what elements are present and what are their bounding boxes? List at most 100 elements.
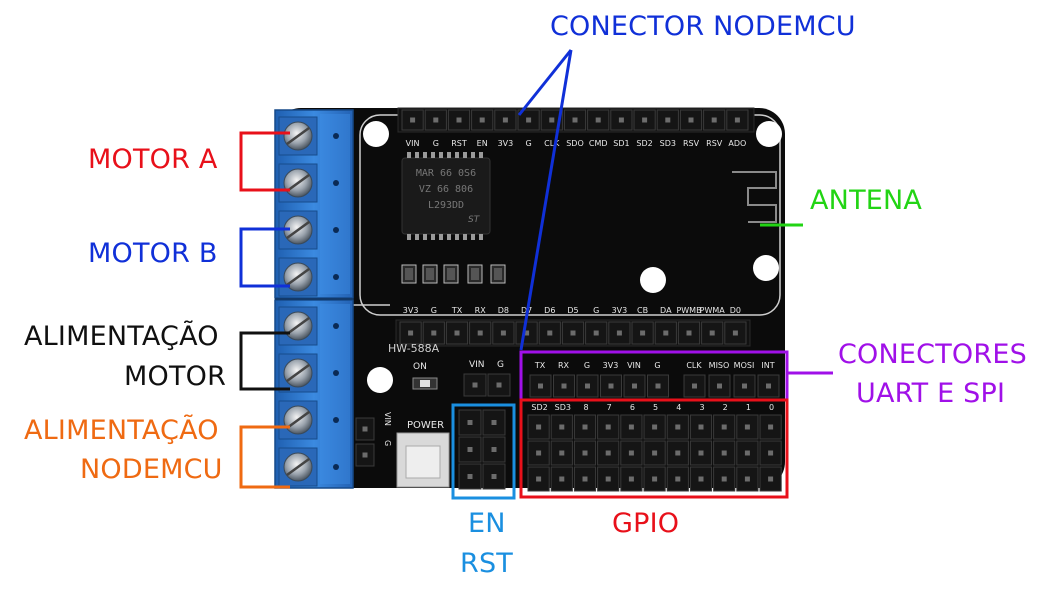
smd-part-core	[471, 268, 479, 280]
header-pin	[698, 450, 704, 456]
l293d-chip	[401, 157, 491, 235]
chip-legs	[407, 152, 483, 240]
pin-label: SD2	[636, 139, 652, 148]
smd-part-core	[426, 268, 434, 280]
header-pin	[744, 424, 750, 430]
pin-label: 3V3	[603, 361, 619, 370]
gpio-header	[527, 414, 782, 492]
screw-slot	[286, 267, 310, 287]
label-motor-a: MOTOR A	[88, 144, 218, 175]
g-label: G	[497, 360, 504, 370]
en-rst-highlight-box	[451, 403, 516, 500]
on-label: ON	[413, 362, 427, 372]
mount-hole	[756, 121, 782, 147]
header-pin	[732, 330, 738, 336]
header-pin	[491, 447, 497, 452]
header-pin	[559, 424, 565, 430]
pin-label: INT	[761, 361, 774, 370]
header-pin	[652, 450, 658, 456]
header-pin	[595, 117, 601, 123]
en-rst-header	[458, 409, 506, 490]
label-antena: ANTENA	[810, 185, 923, 216]
header-pin	[472, 382, 478, 388]
smd-components	[401, 264, 506, 284]
pin-label: ADO	[728, 139, 746, 148]
header-pin	[593, 330, 599, 336]
screw-slot	[286, 457, 310, 477]
header-pin	[618, 117, 624, 123]
antenna-trace	[732, 171, 777, 223]
label-alim-node-2: NODEMCU	[80, 454, 223, 485]
header-pin	[721, 450, 727, 456]
conector-nodemcu-pointer-right	[519, 49, 573, 351]
header-pin	[709, 330, 715, 336]
label-alim-motor-2: MOTOR	[124, 361, 227, 392]
header-pin	[433, 117, 439, 123]
mount-hole	[363, 121, 389, 147]
chip-leg	[455, 152, 459, 158]
terminal-hole	[333, 323, 339, 329]
pin-label: TX	[451, 306, 463, 315]
motor-b-bracket	[239, 227, 290, 288]
pin-label: 3	[699, 403, 704, 412]
smd-part-core	[494, 268, 502, 280]
header-pin	[642, 117, 648, 123]
header-pin	[559, 450, 565, 456]
pin-label: SD1	[613, 139, 629, 148]
header-pin	[628, 450, 634, 456]
pin-label: 3V3	[498, 139, 514, 148]
screw-slot	[286, 220, 310, 240]
header-pin	[467, 474, 473, 479]
pin-label: SD3	[555, 403, 571, 412]
header-pin	[655, 383, 661, 389]
header-pin	[632, 383, 637, 389]
header-pin	[744, 476, 750, 482]
chip-leg	[447, 152, 451, 158]
chip-leg	[447, 234, 451, 240]
motor-a-bracket	[239, 131, 290, 192]
alim-node-bracket	[239, 425, 290, 489]
header-pin	[491, 474, 497, 479]
header-pin	[536, 476, 542, 482]
pin-label: 7	[607, 403, 612, 412]
header-pin	[675, 450, 681, 456]
side-power-pins	[355, 417, 375, 467]
header-pin	[766, 383, 771, 389]
chip-leg	[431, 234, 435, 240]
chip-leg	[415, 152, 419, 158]
header-pin	[362, 452, 368, 458]
pin-label: D8	[498, 306, 509, 315]
pin-label: G	[525, 139, 531, 148]
pin-label: CB	[637, 306, 648, 315]
chip-leg	[479, 234, 483, 240]
chip-leg	[439, 152, 443, 158]
chip-marking: L293DD	[428, 200, 464, 211]
pin-label: VIN	[627, 361, 641, 370]
pin-label: DA	[660, 306, 672, 315]
header-pin	[538, 383, 543, 389]
header-pin	[686, 330, 692, 336]
pin-label: D6	[544, 306, 555, 315]
header-pin	[491, 420, 497, 425]
pin-label: 6	[630, 403, 635, 412]
header-pin	[675, 476, 681, 482]
pin-label: G	[654, 361, 660, 370]
header-pin	[549, 117, 555, 123]
header-pin	[698, 476, 704, 482]
header-pin	[582, 424, 588, 430]
pin-label: EN	[477, 139, 488, 148]
header-pin	[456, 117, 462, 123]
pin-label: MOSI	[734, 361, 755, 370]
smd-part-core	[405, 268, 413, 280]
pin-label: 8	[583, 403, 588, 412]
pin-label: SD3	[660, 139, 676, 148]
screw-slot	[286, 410, 310, 430]
pin-label: CLK	[544, 139, 560, 148]
terminal-hole	[333, 274, 339, 280]
header-pin	[628, 476, 634, 482]
header-pin	[526, 117, 532, 123]
header-pin	[585, 383, 590, 389]
header-pin	[547, 330, 553, 336]
pin-label: RSV	[683, 139, 700, 148]
